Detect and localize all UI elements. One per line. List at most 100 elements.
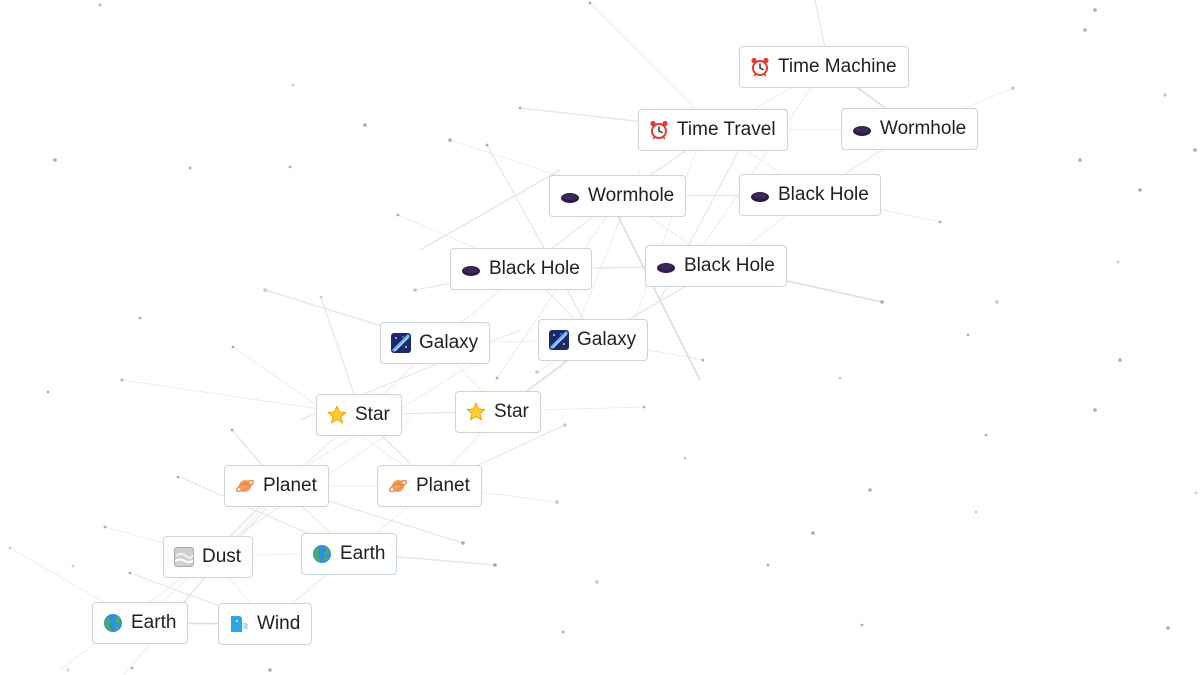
item-black-hole[interactable]: Black Hole — [645, 245, 787, 287]
item-label: Earth — [131, 612, 177, 633]
item-planet[interactable]: Planet — [224, 465, 329, 507]
star-dot — [518, 106, 522, 110]
ringed-planet-icon — [388, 476, 408, 496]
item-label: Planet — [416, 475, 470, 496]
item-label: Time Machine — [778, 56, 897, 77]
star-dot — [188, 166, 192, 170]
star-dot — [291, 83, 295, 87]
star-dot — [138, 316, 142, 320]
star-dot — [1193, 148, 1197, 152]
item-label: Earth — [340, 543, 386, 564]
link-line — [123, 485, 281, 675]
item-galaxy[interactable]: Galaxy — [380, 322, 491, 364]
alarm-clock-icon — [750, 57, 770, 77]
item-label: Star — [355, 404, 390, 425]
hole-icon — [656, 256, 676, 276]
item-time-travel[interactable]: Time Travel — [638, 109, 788, 151]
star-dot — [319, 295, 323, 299]
item-earth[interactable]: Earth — [92, 602, 189, 644]
star-dot — [642, 405, 646, 409]
star-dot — [561, 630, 565, 634]
star-dot — [268, 668, 272, 672]
star-dot — [1118, 358, 1122, 362]
item-galaxy[interactable]: Galaxy — [538, 319, 649, 361]
item-label: Dust — [202, 546, 242, 567]
star-dot — [974, 510, 978, 514]
item-black-hole[interactable]: Black Hole — [739, 174, 881, 216]
item-star[interactable]: Star — [316, 394, 402, 436]
star-dot — [1093, 8, 1097, 12]
item-label: Wormhole — [588, 185, 675, 206]
item-label: Black Hole — [778, 184, 869, 205]
link-line — [589, 2, 717, 131]
star-dot — [1138, 188, 1142, 192]
star-dot — [1083, 28, 1087, 32]
star-dot — [563, 423, 567, 427]
star-dot — [555, 500, 559, 504]
globe-icon — [312, 544, 332, 564]
star-dot — [701, 358, 705, 362]
item-dust[interactable]: Dust — [163, 536, 254, 578]
hole-icon — [750, 185, 770, 205]
star-dot — [938, 220, 942, 224]
star-dot — [46, 390, 50, 394]
ringed-planet-icon — [235, 476, 255, 496]
item-planet[interactable]: Planet — [377, 465, 482, 507]
star-dot — [868, 488, 872, 492]
star-dot — [288, 165, 292, 169]
item-time-machine[interactable]: Time Machine — [739, 46, 909, 88]
star-dot — [120, 378, 124, 382]
item-label: Star — [494, 401, 529, 422]
item-black-hole[interactable]: Black Hole — [450, 248, 592, 290]
fog-icon — [174, 547, 194, 567]
star-dot — [230, 428, 234, 432]
star-dot — [8, 546, 12, 550]
star-dot — [98, 3, 102, 7]
star-dot — [811, 531, 815, 535]
star-icon — [327, 405, 347, 425]
star-dot — [413, 288, 417, 292]
star-dot — [495, 376, 499, 380]
item-label: Galaxy — [419, 332, 479, 353]
item-earth[interactable]: Earth — [301, 533, 398, 575]
star-dot — [860, 623, 864, 627]
star-dot — [231, 345, 235, 349]
star-dot — [66, 668, 70, 672]
star-dot — [995, 300, 999, 304]
hole-icon — [461, 259, 481, 279]
item-label: Wormhole — [880, 118, 967, 139]
star-dot — [176, 475, 180, 479]
star-dot — [766, 563, 770, 567]
wind-face-icon — [229, 614, 249, 634]
star-dot — [71, 564, 75, 568]
star-dot — [396, 213, 400, 217]
item-label: Galaxy — [577, 329, 637, 350]
star-dot — [485, 143, 489, 147]
star-dot — [363, 123, 367, 127]
star-dot — [838, 376, 842, 380]
item-label: Planet — [263, 475, 317, 496]
globe-icon — [103, 613, 123, 633]
star-dot — [1163, 93, 1167, 97]
star-dot — [880, 300, 884, 304]
star-dot — [966, 333, 970, 337]
star-dot — [130, 666, 134, 670]
star-dot — [984, 433, 988, 437]
star-dot — [53, 158, 57, 162]
star-dot — [1116, 260, 1120, 264]
item-label: Black Hole — [489, 258, 580, 279]
hole-icon — [852, 119, 872, 139]
item-wormhole[interactable]: Wormhole — [841, 108, 979, 150]
item-wind[interactable]: Wind — [218, 603, 313, 645]
item-star[interactable]: Star — [455, 391, 541, 433]
hole-icon — [560, 186, 580, 206]
item-wormhole[interactable]: Wormhole — [549, 175, 687, 217]
star-dot — [588, 1, 592, 5]
link-line — [699, 59, 831, 251]
link-line — [486, 144, 596, 341]
star-icon — [466, 402, 486, 422]
star-dot — [535, 370, 539, 374]
star-dot — [595, 580, 599, 584]
star-dot — [1078, 158, 1082, 162]
